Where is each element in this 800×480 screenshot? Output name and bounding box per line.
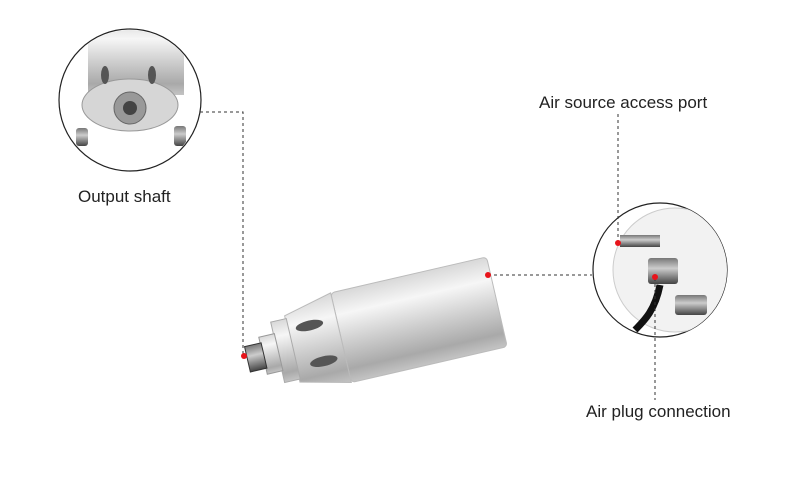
spindle-body	[243, 257, 507, 384]
marker-air-body	[485, 272, 491, 278]
label-air-plug: Air plug connection	[586, 402, 731, 421]
label-output-shaft: Output shaft	[78, 187, 171, 206]
marker-output-shaft	[241, 353, 247, 359]
output-shaft-detail	[58, 28, 202, 172]
marker-air-plug	[652, 274, 658, 280]
markers	[241, 240, 658, 359]
label-air-source: Air source access port	[539, 93, 708, 112]
marker-air-source	[615, 240, 621, 246]
air-port-detail	[592, 202, 728, 338]
leader-lines	[200, 111, 656, 400]
